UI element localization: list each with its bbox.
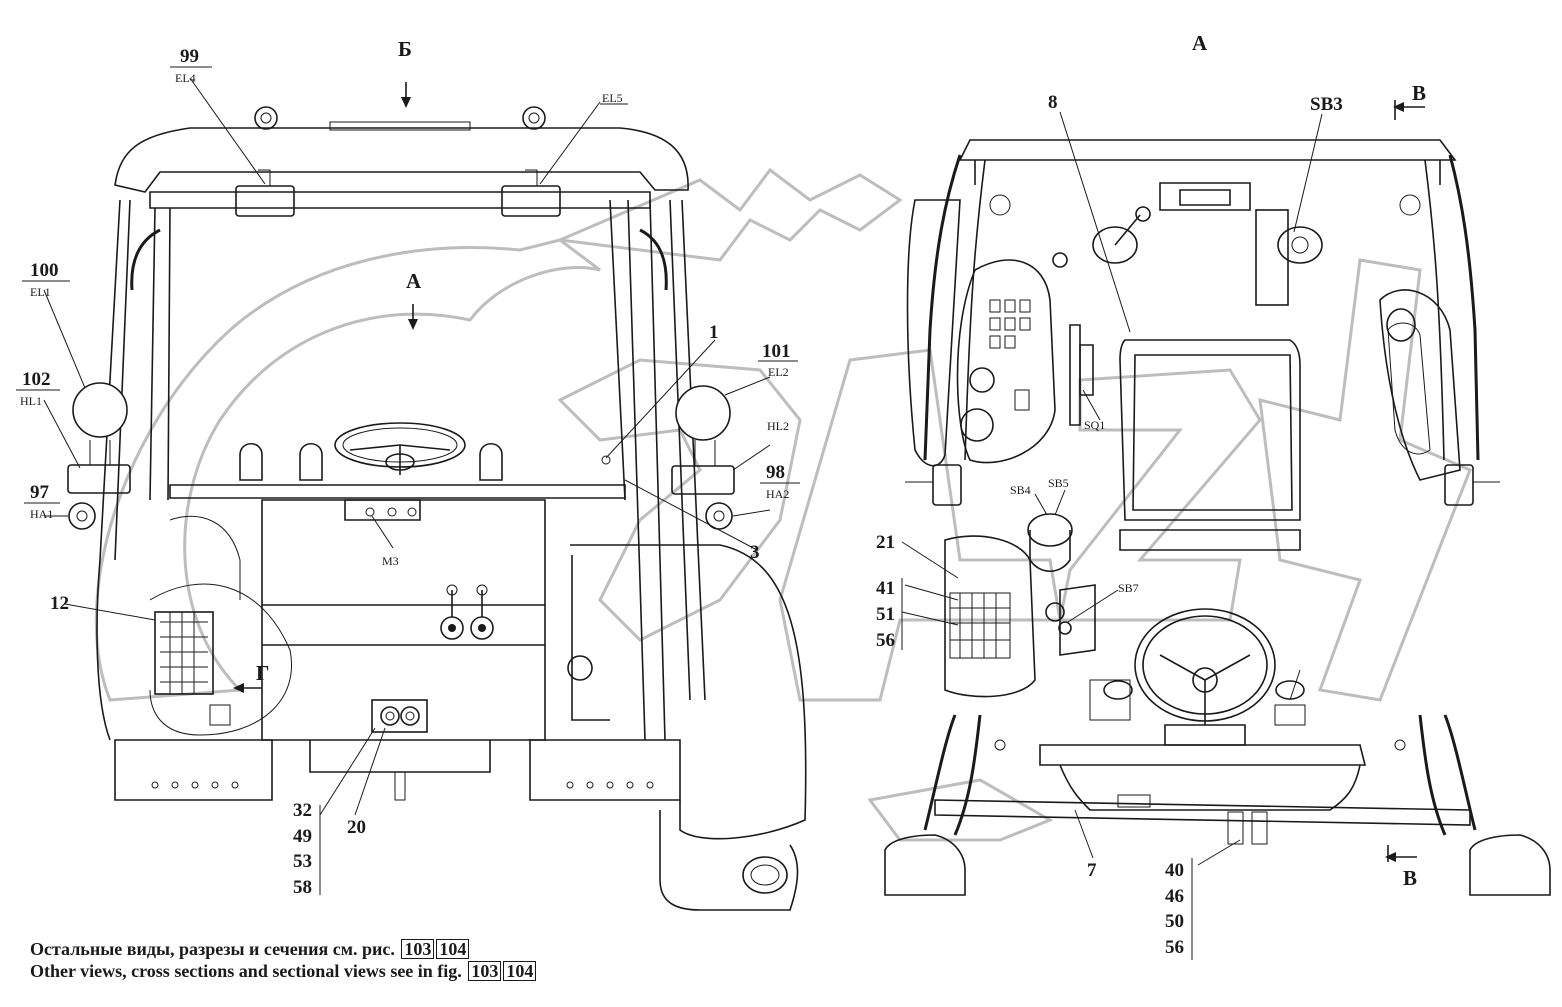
view-mark-a-right: А: [1192, 31, 1208, 55]
stack-bottom-item: 56: [1165, 937, 1184, 958]
callout-el4: EL4: [175, 71, 196, 85]
left-labels: Б А Г 99 EL4 EL5 100 EL1 102 HL1 97 HA1 …: [16, 37, 800, 898]
callout-99: 99: [180, 46, 199, 67]
callout-m3: M3: [382, 554, 399, 568]
stack-bottom-item: 46: [1165, 886, 1184, 907]
lamp-el1: [72, 382, 128, 438]
callout-ha1: HA1: [30, 507, 53, 521]
footer-en-line: Other views, cross sections and sectiona…: [30, 960, 537, 982]
callout-102: 102: [22, 369, 51, 390]
callout-3: 3: [750, 542, 760, 563]
stack-left-item: 41: [876, 578, 895, 599]
callout-21: 21: [876, 532, 895, 553]
stack-item: 58: [293, 877, 312, 898]
fig-link-103[interactable]: 103: [468, 961, 502, 981]
view-mark-a: А: [406, 269, 422, 293]
callout-ha2: HA2: [766, 487, 789, 501]
callout-el1: EL1: [30, 285, 51, 299]
callout-sb3: SB3: [1310, 94, 1343, 115]
callout-el5: EL5: [602, 91, 623, 105]
callout-101: 101: [762, 341, 791, 362]
fig-link-103[interactable]: 103: [401, 939, 435, 959]
callout-100: 100: [30, 260, 59, 281]
fig-link-104[interactable]: 104: [436, 939, 470, 959]
footer-ru-text: Остальные виды, разрезы и сечения см. ри…: [30, 939, 395, 959]
callout-sb5: SB5: [1048, 476, 1069, 490]
lamp-el2: [675, 385, 731, 441]
fig-link-104[interactable]: 104: [503, 961, 537, 981]
callout-sb4: SB4: [1010, 483, 1031, 497]
footer-en-text: Other views, cross sections and sectiona…: [30, 961, 462, 981]
stack-left-item: 56: [876, 630, 895, 651]
callout-20: 20: [347, 817, 366, 838]
callout-1: 1: [709, 322, 719, 343]
stack-item: 53: [293, 851, 312, 872]
callout-97: 97: [30, 482, 50, 503]
callout-el2: EL2: [768, 365, 789, 379]
callout-7: 7: [1087, 860, 1097, 881]
footer-ru-line: Остальные виды, разрезы и сечения см. ри…: [30, 938, 536, 960]
view-mark-v-top: В: [1412, 81, 1426, 105]
callout-sb7: SB7: [1118, 581, 1139, 595]
stack-bottom-item: 50: [1165, 911, 1184, 932]
view-mark-g: Г: [256, 661, 269, 685]
left-cab-drawing: [43, 77, 807, 911]
right-cab-drawing: [884, 100, 1551, 960]
callout-12: 12: [50, 593, 69, 614]
right-labels: А В В 8 SB3 SQ1 SB4 SB5 21 41 51 56 SB7 …: [876, 31, 1426, 958]
footer-note: Остальные виды, разрезы и сечения см. ри…: [30, 938, 537, 982]
stack-item: 32: [293, 800, 312, 821]
callout-hl1: HL1: [20, 394, 42, 408]
callout-98: 98: [766, 462, 785, 483]
view-mark-v-bottom: В: [1403, 866, 1417, 890]
stack-item: 49: [293, 826, 312, 847]
callout-sq1: SQ1: [1084, 418, 1105, 432]
callout-8: 8: [1048, 92, 1058, 113]
stack-bottom-item: 40: [1165, 860, 1184, 881]
stack-left-item: 51: [876, 604, 895, 625]
callout-hl2: HL2: [767, 419, 789, 433]
view-mark-b: Б: [398, 37, 412, 61]
